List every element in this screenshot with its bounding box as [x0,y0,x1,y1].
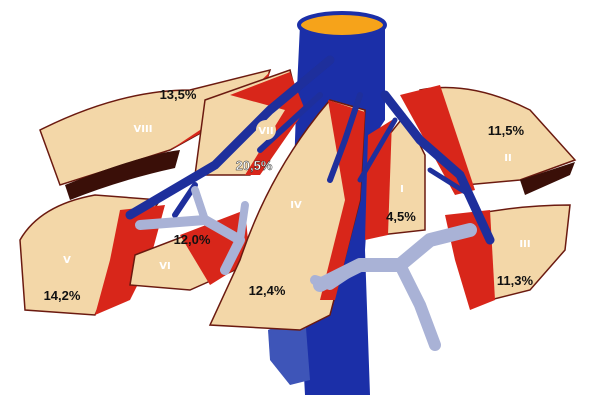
segment-vi-id: VI [159,261,170,272]
segment-iv-id: IV [290,200,302,211]
segment-viii-percent: 13,5% [160,87,197,102]
segment-v-percent: 14,2% [44,288,81,303]
segment-v-id: V [63,255,71,266]
segment-i-id: I [400,184,404,195]
segment-iii-id: III [519,239,530,250]
segment-iii-percent: 11,3% [497,273,534,288]
segment-viii-id: VIII [134,124,153,135]
segment-vii-percent: 20,5% [236,158,273,173]
segment-vii-id: VII [258,126,273,137]
segment-i-percent: 4,5% [386,209,416,224]
segment-vi-percent: 12,0% [174,232,211,247]
segment-iv-percent: 12,4% [249,283,286,298]
segment-ii-id: II [504,153,511,164]
segment-iii [445,205,570,310]
segment-ii-percent: 11,5% [488,123,525,138]
